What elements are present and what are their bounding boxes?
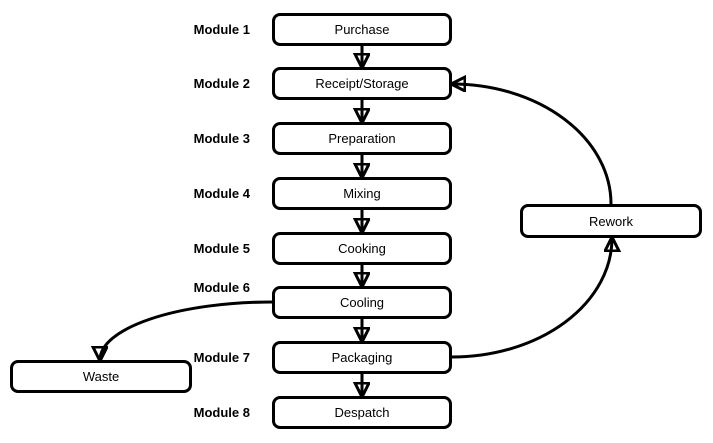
node-despatch: Despatch <box>272 396 452 429</box>
arrow-cooling-to-waste <box>100 300 273 360</box>
node-cooking: Cooking <box>272 232 452 265</box>
module-label-1: Module 1 <box>193 22 250 37</box>
node-cooling: Cooling <box>272 286 452 319</box>
node-receipt-storage: Receipt/Storage <box>272 67 452 100</box>
node-waste: Waste <box>10 360 192 393</box>
module-label-3: Module 3 <box>193 131 250 146</box>
module-label-6: Module 6 <box>193 280 250 295</box>
node-packaging: Packaging <box>272 341 452 374</box>
module-label-8: Module 8 <box>193 405 250 420</box>
node-preparation: Preparation <box>272 122 452 155</box>
module-label-4: Module 4 <box>193 186 250 201</box>
module-label-5: Module 5 <box>193 241 250 256</box>
module-label-2: Module 2 <box>193 76 250 91</box>
node-mixing: Mixing <box>272 177 452 210</box>
arrow-rework-to-receipt <box>452 84 613 205</box>
node-rework: Rework <box>520 204 702 238</box>
arrow-packaging-to-rework <box>451 238 612 359</box>
module-label-7: Module 7 <box>193 350 250 365</box>
node-purchase: Purchase <box>272 13 452 46</box>
